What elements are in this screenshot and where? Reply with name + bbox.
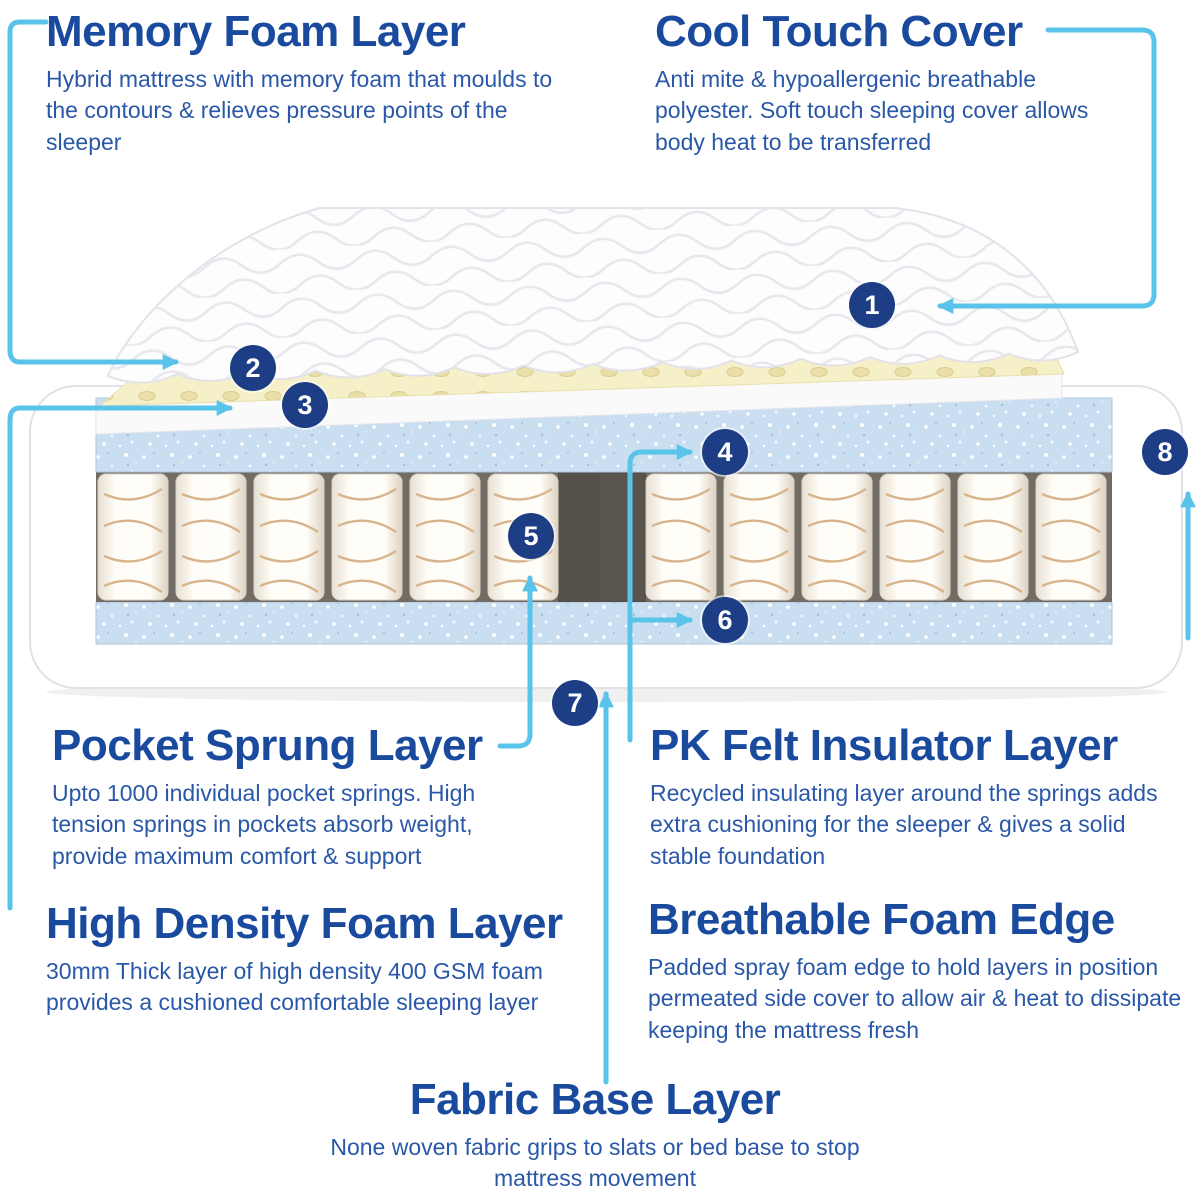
- section-title: PK Felt Insulator Layer: [650, 721, 1118, 770]
- callout-badge-8: 8: [1142, 429, 1188, 475]
- callout-badge-7: 7: [552, 680, 598, 726]
- quilted-cover: [106, 207, 1080, 384]
- connector-pk-felt-top: [627, 444, 693, 743]
- connector-high-density: [7, 400, 233, 911]
- section-title: Memory Foam Layer: [46, 7, 466, 56]
- callout-badge-6: 6: [702, 597, 748, 643]
- callout-badge-4: 4: [702, 429, 748, 475]
- callout-badge-5: 5: [508, 513, 554, 559]
- section-pk-felt: PK Felt Insulator Layer Recycled insulat…: [650, 722, 1160, 873]
- callout-badge-2: 2: [230, 345, 276, 391]
- section-cool-touch: Cool Touch Cover Anti mite & hypoallerge…: [655, 8, 1095, 159]
- section-fabric-base: Fabric Base Layer None woven fabric grip…: [330, 1076, 860, 1195]
- section-body: Upto 1000 individual pocket springs. Hig…: [52, 779, 476, 869]
- section-memory-foam: Memory Foam Layer Hybrid mattress with m…: [46, 8, 566, 159]
- connector-cool-touch: [937, 27, 1157, 314]
- section-body: Padded spray foam edge to hold layers in…: [648, 953, 1182, 1043]
- section-title: Cool Touch Cover: [655, 7, 1023, 56]
- section-title: Pocket Sprung Layer: [52, 721, 483, 770]
- section-title: Fabric Base Layer: [409, 1075, 781, 1124]
- felt-layer-bottom: [95, 601, 1113, 645]
- callout-badge-1: 1: [849, 282, 895, 328]
- section-high-density: High Density Foam Layer 30mm Thick layer…: [46, 900, 611, 1019]
- pocket-springs-layer: [96, 472, 1112, 602]
- section-title: Breathable Foam Edge: [648, 895, 1115, 944]
- section-body: 30mm Thick layer of high density 400 GSM…: [46, 957, 543, 1016]
- section-body: Recycled insulating layer around the spr…: [650, 779, 1158, 869]
- section-body: Anti mite & hypoallergenic breathable po…: [655, 65, 1089, 155]
- section-pocket-sprung: Pocket Sprung Layer Upto 1000 individual…: [52, 722, 530, 873]
- section-body: Hybrid mattress with memory foam that mo…: [46, 65, 553, 155]
- connector-pocket-sprung: [497, 575, 538, 749]
- section-breathable-edge: Breathable Foam Edge Padded spray foam e…: [648, 896, 1188, 1047]
- section-title: High Density Foam Layer: [46, 899, 563, 948]
- connector-memory-foam: [7, 19, 179, 370]
- section-body: None woven fabric grips to slats or bed …: [330, 1133, 860, 1192]
- connector-lines: [7, 19, 1196, 1085]
- callout-badge-3: 3: [282, 382, 328, 428]
